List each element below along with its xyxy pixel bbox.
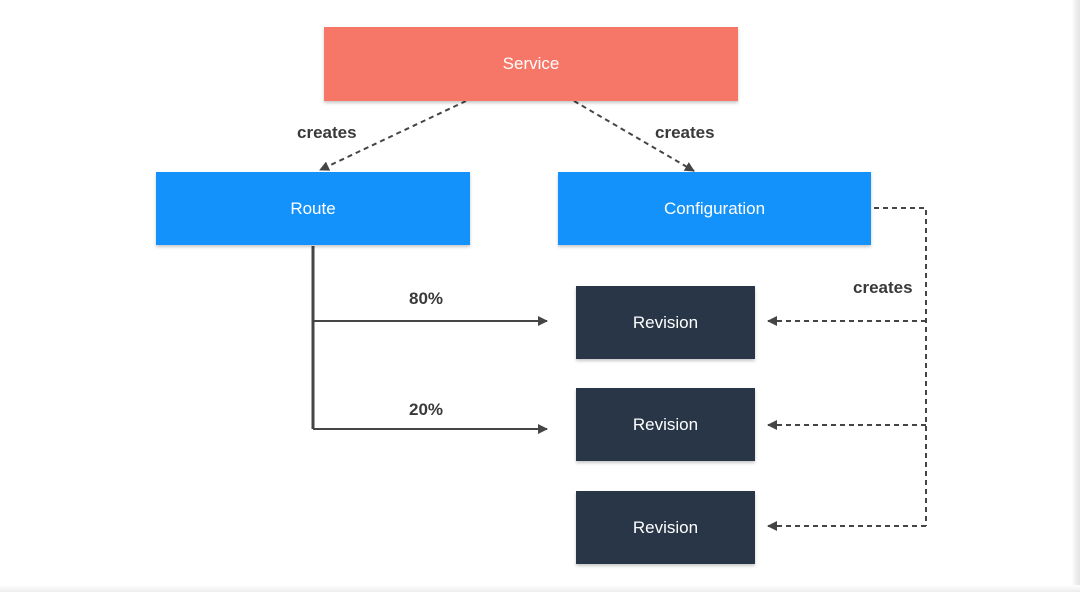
traffic-split-20-label: 20% <box>409 400 444 419</box>
route-node: Route <box>156 172 470 245</box>
traffic-split-80-label: 80% <box>409 289 444 308</box>
revision-node-label: Revision <box>632 517 699 537</box>
configuration-node-label: Configuration <box>663 198 766 218</box>
revision-node-2: Revision <box>576 388 755 461</box>
configuration-node: Configuration <box>558 172 871 245</box>
revision-node-label: Revision <box>632 414 699 434</box>
page-edge-shadow-bottom <box>0 585 1080 592</box>
revision-node-label: Revision <box>632 312 699 332</box>
configuration-revisions-edge-label: creates <box>853 278 913 297</box>
service-node: Service <box>324 27 738 101</box>
revision-node-1: Revision <box>576 286 755 359</box>
page-edge-shadow-right <box>1072 0 1080 592</box>
revision-node-3: Revision <box>576 491 755 564</box>
service-node-label: Service <box>502 54 560 73</box>
service-route-edge-label: creates <box>297 123 357 142</box>
service-configuration-edge-label: creates <box>655 123 715 142</box>
route-node-label: Route <box>290 198 336 218</box>
configuration-revision-trunk <box>874 207 927 526</box>
